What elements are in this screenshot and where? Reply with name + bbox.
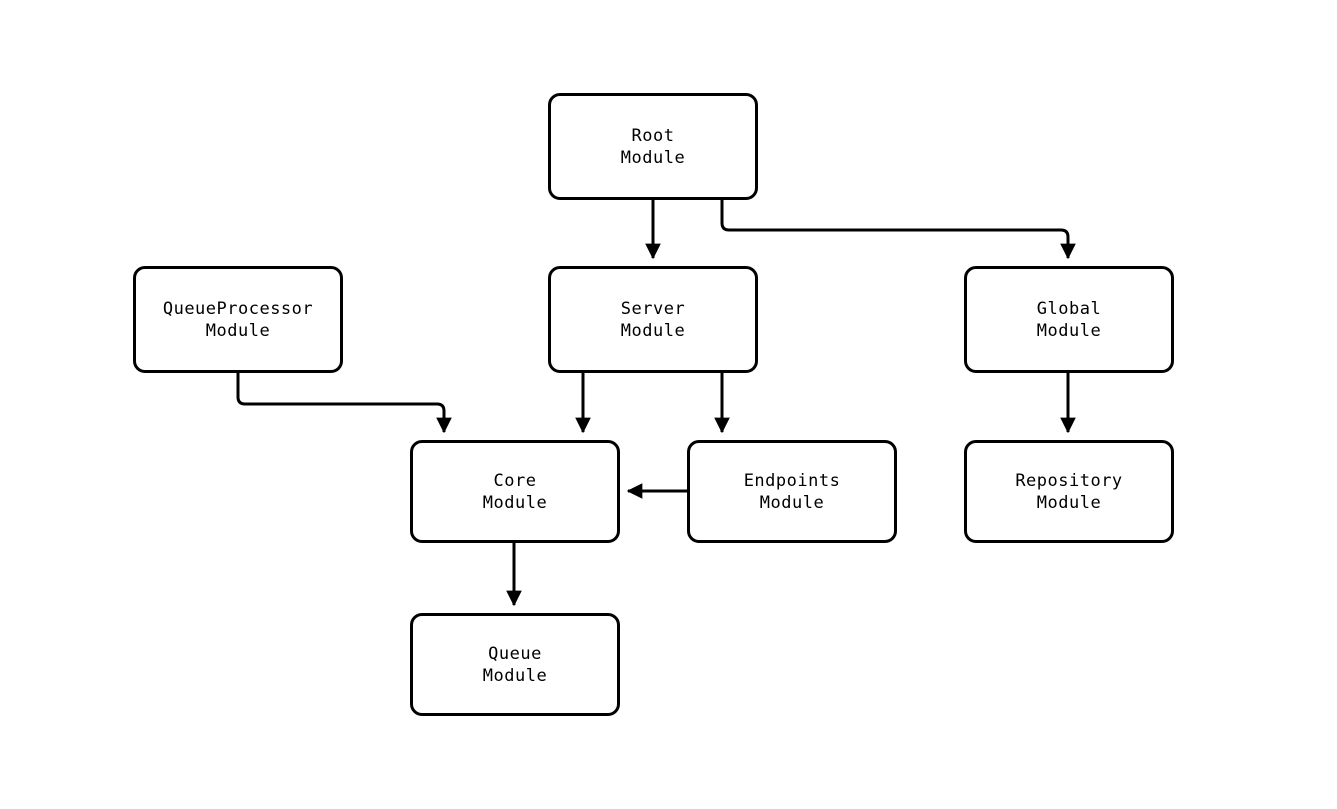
- node-root-label-line1: Root: [631, 125, 675, 146]
- node-endpoints-label-line2: Module: [759, 492, 825, 513]
- node-endpoints-label-line1: Endpoints: [743, 470, 841, 491]
- node-global-label-line1: Global: [1036, 298, 1102, 319]
- node-repository-label-line2: Module: [1036, 492, 1102, 513]
- node-queueprocessor-label-line1: QueueProcessor: [162, 298, 314, 319]
- edge-queueprocessor-to-core: [236, 373, 452, 434]
- edge-root-to-global: [720, 200, 1076, 260]
- node-core-label-line1: Core: [493, 470, 537, 491]
- node-repository-label-line1: Repository: [1015, 470, 1123, 491]
- node-server-label-line2: Module: [620, 320, 686, 341]
- node-global-label-line2: Module: [1036, 320, 1102, 341]
- node-server-label-line1: Server: [620, 298, 686, 319]
- node-queue-label-line2: Module: [482, 665, 548, 686]
- node-queue-label-line1: Queue: [488, 643, 542, 664]
- node-root-label-line2: Module: [620, 147, 686, 168]
- node-queueprocessor-label-line2: Module: [205, 320, 271, 341]
- node-core-label-line2: Module: [482, 492, 548, 513]
- edges-group: [236, 200, 1076, 607]
